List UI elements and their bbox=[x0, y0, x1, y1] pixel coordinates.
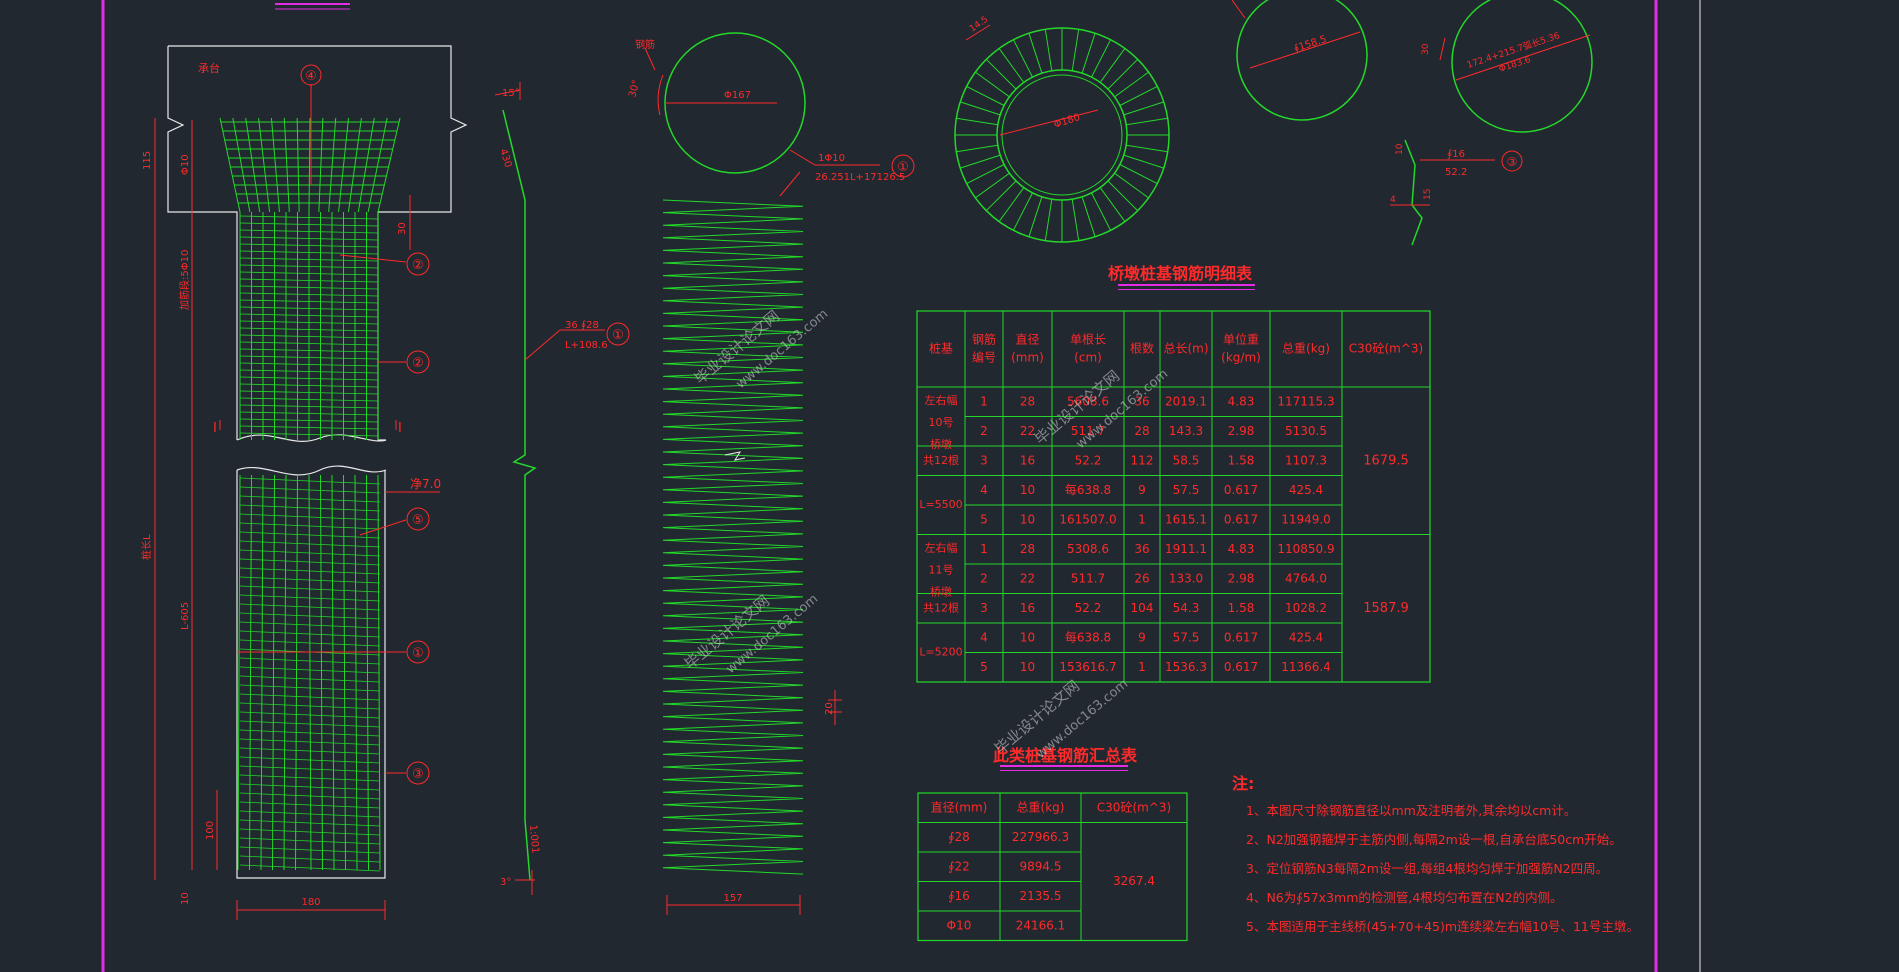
elevation-rebar-mesh bbox=[219, 117, 401, 872]
bar-label-2: L+108.6 bbox=[565, 340, 608, 351]
circle-a-detail: ∮158.5 bbox=[1231, 0, 1368, 121]
dim-jiajin: 加筋段:5Φ10 bbox=[178, 250, 191, 310]
callout-3: ③ bbox=[412, 767, 424, 782]
note-3: 3、定位钢筋N3每隔2m设一组,每组4根均匀焊于加强筋N2四周。 bbox=[1246, 861, 1609, 876]
spiral-dia: Φ167 bbox=[724, 90, 751, 101]
note-2: 2、N2加强钢箍焊于主筋内侧,每隔2m设一根,自承台底50cm开始。 bbox=[1246, 832, 1622, 847]
dim-157: 157 bbox=[723, 893, 742, 904]
callout-2b: ② bbox=[412, 356, 424, 371]
dim-115: 115 bbox=[142, 151, 153, 170]
note-1: 1、本图尺寸除钢筋直径以mm及注明者外,其余均以cm计。 bbox=[1246, 803, 1577, 818]
dim-30: 30 bbox=[397, 222, 408, 235]
dim-430: 430 bbox=[497, 148, 513, 170]
hook-label: 钢筋 bbox=[635, 38, 655, 51]
spiral-label-2: 26.251L+17126.5 bbox=[815, 172, 905, 183]
circle-b-dim: 30 bbox=[1421, 43, 1431, 55]
hook-detail: 10 15 4 ∮16 52.2 ③ bbox=[1390, 139, 1523, 246]
ring-detail: Φ180 14.5 bbox=[954, 15, 1170, 243]
spiral-zigzag bbox=[662, 199, 804, 875]
spiral-angle: 30° bbox=[627, 79, 642, 99]
callout-4: ④ bbox=[305, 69, 317, 84]
callout-2a: ② bbox=[412, 258, 424, 273]
dim-100: 100 bbox=[205, 821, 216, 840]
dim-bottom: 1:001 bbox=[527, 824, 540, 854]
bar-label-1: 36 ∮28 bbox=[565, 320, 599, 331]
dim-pile-length: 桩长L bbox=[140, 534, 153, 560]
detail-table-title: 桥墩桩基钢筋明细表 bbox=[1107, 264, 1252, 283]
dim-clear: 净7.0 bbox=[410, 477, 441, 491]
section-mark-left: Ⅰ bbox=[213, 421, 217, 436]
hook-dim-2: 15 bbox=[1423, 189, 1433, 200]
hook-dim-3: 4 bbox=[1390, 195, 1396, 205]
dim-180: 180 bbox=[301, 897, 320, 908]
note-4: 4、N6为∮57x3mm的检测管,4根均匀布置在N2的内侧。 bbox=[1246, 890, 1563, 905]
hook-label-2: 52.2 bbox=[1445, 167, 1467, 178]
cap-label: 承台 bbox=[198, 61, 220, 75]
callout-3-hook: ③ bbox=[1507, 155, 1518, 169]
notes: 注: 1、本图尺寸除钢筋直径以mm及注明者外,其余均以cm计。 2、N2加强钢箍… bbox=[1232, 770, 1639, 935]
hook-dim-1: 10 bbox=[1395, 143, 1405, 155]
note-5: 5、本图适用于主线桥(45+70+45)m连续梁左右幅10号、11号主墩。 bbox=[1246, 919, 1639, 934]
circle-b-detail: 172.4+215.7弧长5.36 Φ183.6 30 bbox=[1421, 0, 1593, 133]
callout-5: ⑤ bbox=[412, 513, 424, 528]
callout-1-side: ① bbox=[612, 328, 624, 343]
callout-1: ① bbox=[412, 646, 424, 661]
circle-a-label: ∮158.5 bbox=[1293, 34, 1329, 55]
hook-label-1: ∮16 bbox=[1447, 149, 1465, 160]
section-mark-right: Ⅰ bbox=[398, 421, 402, 436]
elevation-labels: 承台 ④ ② ② ⑤ ① ③ 115 Φ10 加筋段:5Φ10 L-605 桩长… bbox=[140, 61, 441, 908]
angle-3: 3° bbox=[500, 877, 511, 888]
summary-table-title: 此类桩基钢筋汇总表 bbox=[992, 746, 1137, 765]
dim-phi10: Φ10 bbox=[180, 154, 191, 175]
notes-heading: 注: bbox=[1232, 774, 1255, 793]
ring-dia: Φ180 bbox=[1053, 112, 1082, 131]
callout-1-spiral: ① bbox=[897, 160, 909, 175]
pile-elevation bbox=[154, 45, 468, 920]
angle-15: 15° bbox=[502, 88, 520, 99]
dim-l605: L-605 bbox=[180, 602, 191, 630]
dim-pitch: 20 bbox=[824, 702, 835, 715]
spiral-detail: Φ167 1Φ10 26.251L+17126.5 ① 30° 钢筋 157 2… bbox=[627, 32, 915, 915]
spiral-label-1: 1Φ10 bbox=[818, 153, 845, 164]
dim-10: 10 bbox=[180, 892, 191, 905]
main-bar-detail: 15° 3° 430 1:001 36 ∮28 L+108.6 ① bbox=[494, 82, 630, 895]
